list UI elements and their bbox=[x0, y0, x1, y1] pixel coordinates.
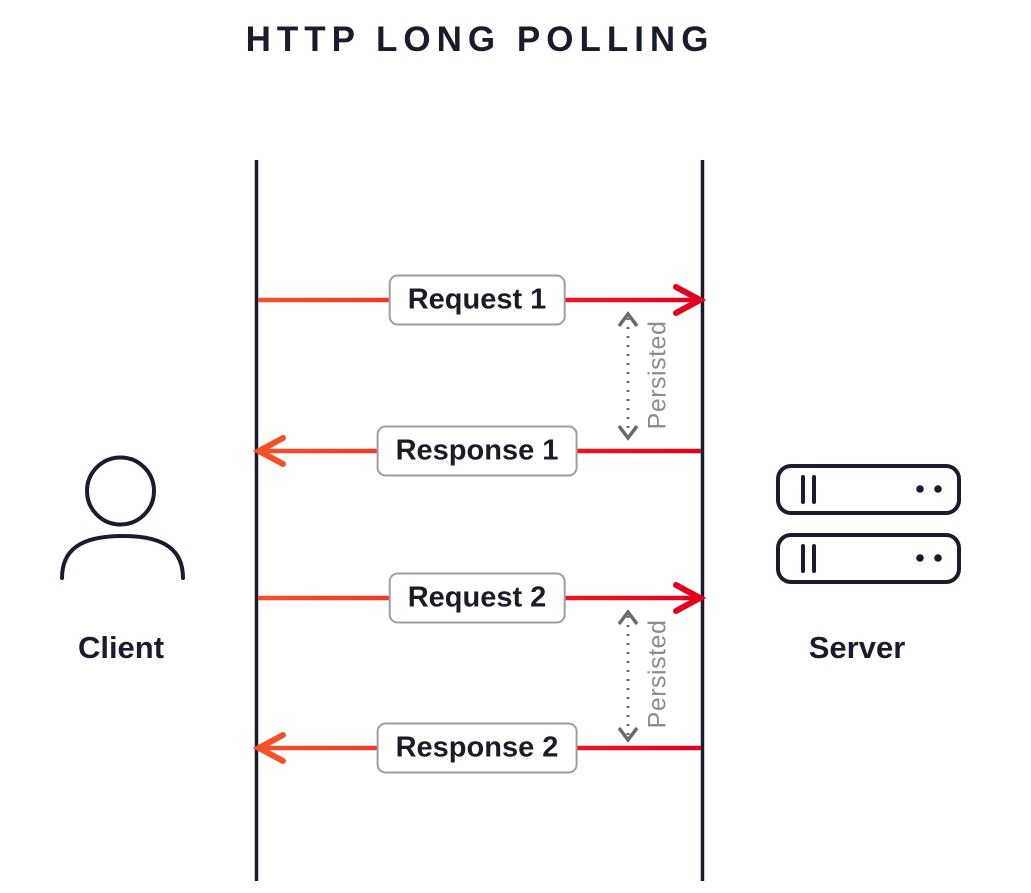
client-icon bbox=[60, 455, 185, 580]
persisted-annotation-2: Persisted bbox=[643, 619, 672, 729]
persisted-1-dotted-arrow bbox=[617, 311, 639, 441]
message-label-request-1: Request 1 bbox=[388, 274, 566, 326]
server-icon bbox=[776, 464, 961, 584]
persisted-2-dotted-arrow bbox=[617, 609, 639, 743]
arrowhead-right-icon bbox=[673, 582, 707, 614]
page-title: HTTP LONG POLLING bbox=[245, 20, 715, 59]
chevron-down-icon bbox=[617, 424, 639, 441]
chevron-up-icon bbox=[617, 609, 639, 626]
server-label: Server bbox=[808, 630, 906, 665]
arrowhead-left-icon bbox=[252, 732, 286, 764]
arrowhead-left-icon bbox=[252, 435, 286, 467]
chevron-up-icon bbox=[617, 311, 639, 328]
message-label-response-1: Response 1 bbox=[376, 425, 578, 477]
chevron-down-icon bbox=[617, 726, 639, 743]
message-label-response-2: Response 2 bbox=[376, 722, 578, 774]
client-label: Client bbox=[77, 630, 165, 665]
arrowhead-right-icon bbox=[673, 284, 707, 316]
persisted-annotation-1: Persisted bbox=[643, 320, 672, 430]
message-label-request-2: Request 2 bbox=[388, 572, 566, 624]
